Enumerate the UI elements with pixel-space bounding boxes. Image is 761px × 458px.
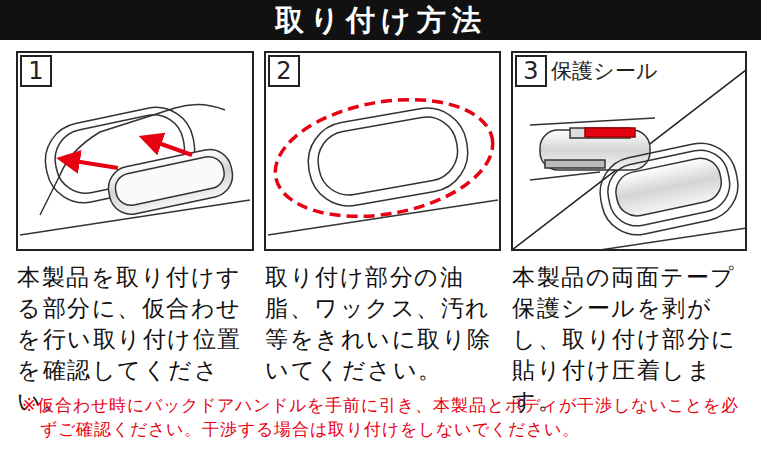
callout-number: 3 xyxy=(515,55,547,87)
step-panel-head: 2 xyxy=(268,55,498,95)
step-text: 取り付け部分の油脂、ワックス、汚れ等をきれいに取り除いてください。 xyxy=(265,262,505,386)
title-text: 取り付け方法 xyxy=(0,0,761,40)
step-panel-head: 1 xyxy=(20,55,252,95)
step-panel-head: 3保護シール xyxy=(515,55,744,95)
callout-number: 1 xyxy=(20,55,52,87)
step-text: 本製品の両面テープ保護シールを剥がし、取り付け部分に貼り付け圧着します。 xyxy=(512,262,752,417)
warning-note: ※仮合わせ時にバックドアハンドルを手前に引き、本製品とボディが干渉しないことを必… xyxy=(22,393,750,441)
callout-number: 2 xyxy=(268,55,300,87)
part-label: 保護シール xyxy=(551,57,658,85)
step-text: 本製品を取り付けする部分に、仮合わせを行い取り付け位置を確認してください。 xyxy=(17,262,257,417)
